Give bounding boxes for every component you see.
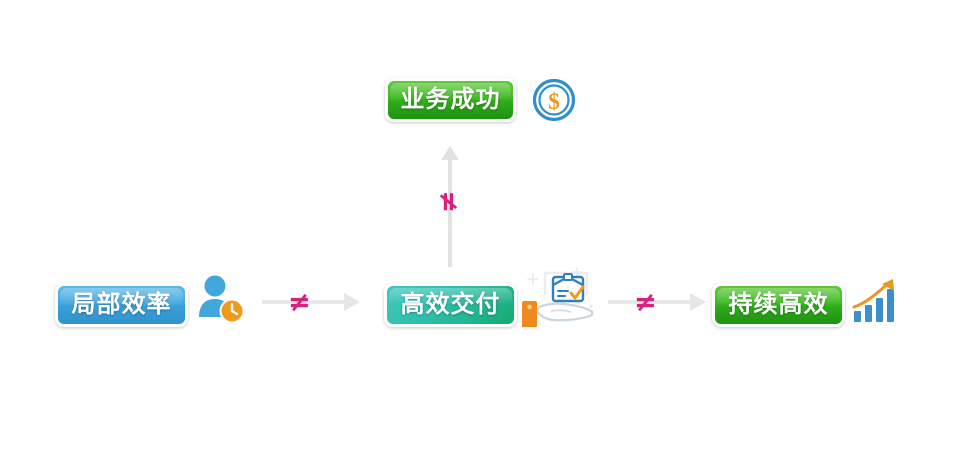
growth-chart-icon [852, 277, 900, 323]
node-business-success[interactable]: 业务成功 [385, 78, 516, 122]
growth-chart-svg [852, 279, 894, 322]
hand-package-icon [521, 265, 597, 328]
connector-symbol-delivery-to-sustained: ≠ [634, 287, 657, 318]
dollar-coin-svg: $ [532, 78, 576, 122]
node-label-business-success: 业务成功 [400, 86, 501, 113]
node-label-local-efficiency: 局部效率 [71, 291, 172, 318]
connector-symbol-delivery-to-success: ≠ [432, 190, 464, 213]
dollar-coin-icon: $ [531, 77, 577, 123]
node-label-efficient-delivery: 高效交付 [400, 291, 501, 318]
person-clock-svg [199, 275, 245, 324]
connector-local-to-delivery [262, 293, 360, 311]
connector-delivery-to-success [441, 146, 459, 267]
svg-text:$: $ [548, 89, 560, 114]
node-label-sustained-efficiency: 持续高效 [728, 291, 829, 318]
hand-package-svg [522, 267, 594, 328]
node-local-efficiency[interactable]: 局部效率 [55, 283, 188, 327]
connector-symbol-local-to-delivery: ≠ [288, 287, 311, 318]
node-sustained-efficiency[interactable]: 持续高效 [712, 283, 845, 327]
node-efficient-delivery[interactable]: 高效交付 [384, 283, 517, 327]
person-clock-icon [196, 273, 246, 325]
connector-delivery-to-sustained [608, 293, 706, 311]
